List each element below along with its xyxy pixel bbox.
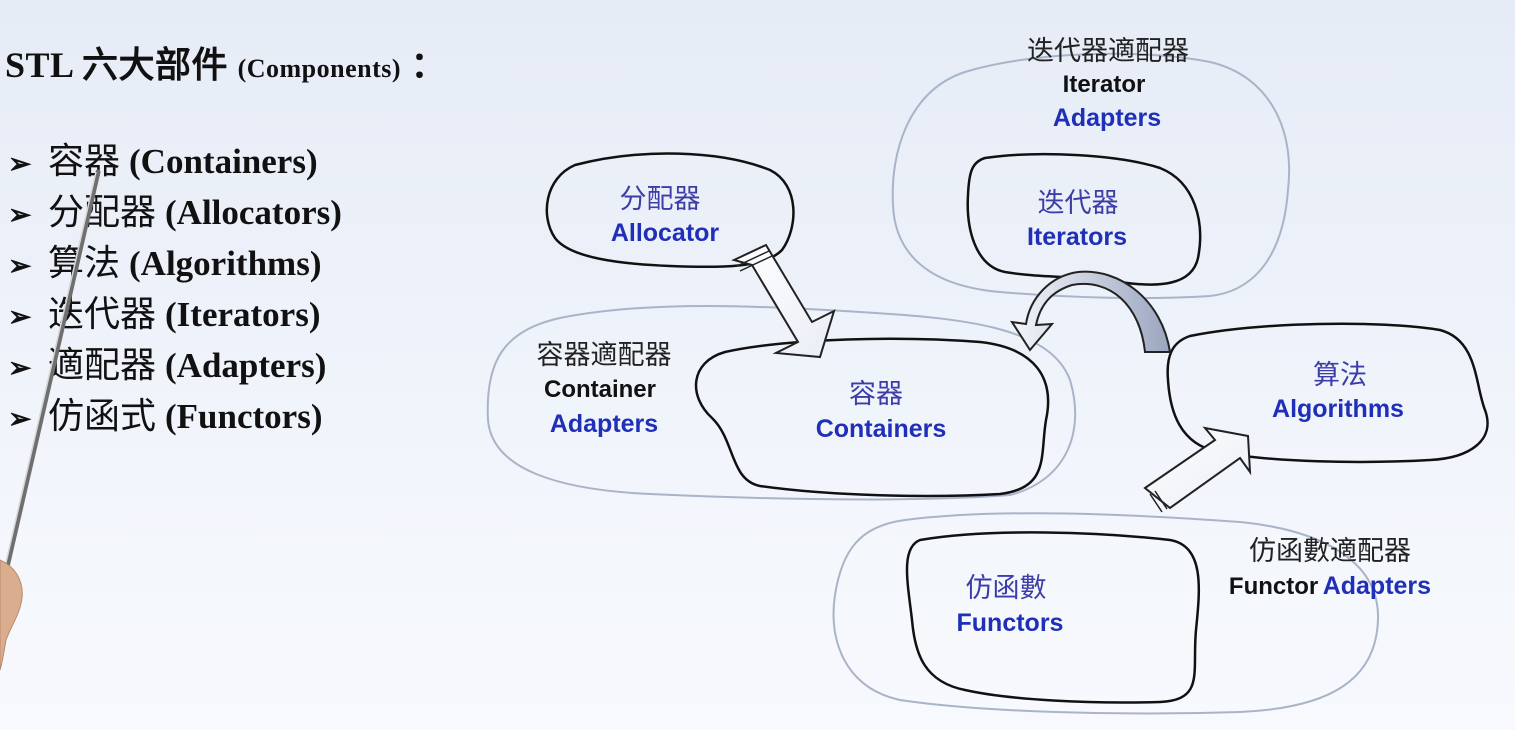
list-item: ➢ 適配器 (Adapters) (8, 340, 342, 391)
containers-en: Containers (816, 415, 947, 443)
bullet-cn: 分配器 (48, 192, 157, 233)
bullet-en: (Containers) (129, 142, 318, 181)
bullet-cn: 算法 (48, 243, 121, 284)
functors-cloud (905, 531, 1201, 704)
presenter-hand (0, 559, 23, 671)
iterators-cloud (966, 152, 1202, 286)
allocator-to-containers-arrow (731, 243, 836, 359)
container-adapters-cloud (486, 305, 1077, 501)
slide-title: STL 六大部件 (Components) ： (5, 36, 447, 88)
containers-cn: 容器 (849, 379, 903, 410)
allocator-cn: 分配器 (620, 184, 701, 215)
functors-to-algorithms-arrow (1143, 426, 1252, 513)
container-adapters-en2: Adapters (550, 410, 658, 438)
iterator-adapters-en1: Iterator (1063, 71, 1146, 98)
list-item: ➢ 算法 (Algorithms) (8, 238, 342, 289)
list-item: ➢迭代器 (Iterators) (8, 289, 342, 340)
bullet-en: (Functors) (165, 397, 323, 436)
iterators-to-containers-arrow (1009, 270, 1172, 353)
iterator-adapters-cloud (891, 52, 1291, 300)
allocator-en: Allocator (611, 219, 720, 247)
bullet-en: (Allocators) (165, 193, 342, 232)
algorithms-cloud (1166, 322, 1489, 464)
bullet-en: (Adapters) (165, 346, 327, 385)
container-adapters-en1: Container (544, 376, 656, 403)
title-colon: ： (410, 45, 448, 85)
list-item: ➢ 容器 (Containers) (8, 136, 342, 187)
pointer-stick (1, 169, 101, 583)
algorithms-cn: 算法 (1313, 360, 1367, 391)
functor-adapters-cn: 仿函數適配器 (1249, 536, 1411, 567)
functors-en: Functors (957, 609, 1064, 637)
bullet-cn: 仿函式 (48, 396, 157, 437)
iterator-adapters-cn: 迭代器適配器 (1027, 36, 1189, 67)
title-en: (Components) (237, 54, 402, 83)
functor-adapters-en2: Adapters (1323, 572, 1431, 600)
functor-adapters-en1: Functor (1229, 573, 1318, 600)
iterators-cn: 迭代器 (1038, 188, 1119, 219)
arrow-bullet-icon: ➢ (8, 251, 32, 282)
algorithms-en: Algorithms (1272, 395, 1404, 423)
bullet-cn: 適配器 (48, 345, 157, 386)
list-item: ➢ 仿函式 (Functors) (8, 391, 342, 442)
bullet-cn: 容器 (48, 141, 121, 182)
containers-cloud (694, 337, 1050, 498)
iterator-adapters-en2: Adapters (1053, 104, 1161, 132)
arrow-bullet-icon: ➢ (8, 200, 32, 231)
arrow-bullet-icon: ➢ (8, 302, 32, 333)
functor-adapters-cloud (832, 512, 1380, 715)
arrow-bullet-icon: ➢ (8, 149, 32, 180)
components-list: ➢ 容器 (Containers) ➢ 分配器 (Allocators) ➢ 算法 (… (8, 136, 342, 442)
iterators-en: Iterators (1027, 223, 1127, 251)
container-adapters-cn: 容器適配器 (537, 340, 672, 371)
functor-adapters-en: Functor Adapters (1229, 572, 1431, 600)
functors-cn: 仿函數 (966, 573, 1047, 604)
bullet-en: (Algorithms) (129, 244, 322, 283)
list-item: ➢ 分配器 (Allocators) (8, 187, 342, 238)
arrow-bullet-icon: ➢ (8, 353, 32, 384)
title-cn: STL 六大部件 (5, 45, 229, 85)
arrow-bullet-icon: ➢ (8, 404, 32, 435)
bullet-en: (Iterators) (165, 295, 321, 334)
